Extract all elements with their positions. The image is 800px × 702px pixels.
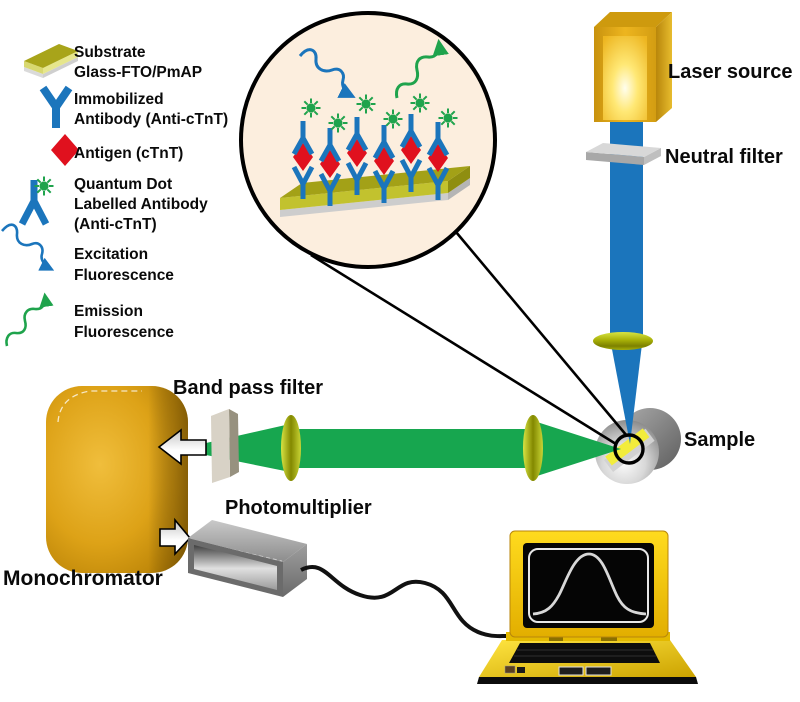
legend-antibody-line2: Antibody (Anti-cTnT)	[74, 111, 228, 128]
quantum-dot-star	[437, 107, 459, 129]
legend-antigen-line1: Antigen (cTnT)	[74, 145, 183, 162]
screen-plot-frame	[528, 548, 649, 623]
antibody-icon	[39, 85, 73, 128]
inset-circle	[239, 11, 497, 269]
laptop	[477, 530, 698, 684]
legend-emission-line1: Emission	[74, 303, 143, 320]
legend-excitation-line1: Excitation	[74, 246, 148, 263]
band-pass-filter-label: Band pass filter	[173, 377, 323, 399]
inset-excitation-arrow	[298, 48, 356, 98]
callout-line-left	[310, 253, 617, 446]
band-pass-filter-plate	[211, 409, 239, 483]
gaussian-curve	[532, 552, 647, 616]
laser-source-box	[594, 12, 672, 122]
inset-emission-arrow	[395, 38, 449, 99]
monochromator-label: Monochromator	[3, 567, 163, 590]
quantum-dot-antibody-icon	[18, 175, 55, 226]
inset-substrate	[280, 166, 470, 217]
touchpad-button-right	[585, 666, 612, 676]
antigen-icon	[51, 134, 79, 166]
quantum-dot-star	[327, 112, 349, 134]
photomultiplier-box	[188, 520, 307, 597]
sample-assembly	[537, 344, 681, 484]
legend-substrate-line2: Glass-FTO/PmAP	[74, 64, 202, 81]
quantum-dot-star	[382, 108, 404, 130]
legend-qd-line2: Labelled Antibody	[74, 196, 208, 213]
laser-source-label: Laser source	[668, 61, 793, 83]
legend-qd-line1: Quantum Dot	[74, 176, 172, 193]
legend-substrate-line1: Substrate	[74, 44, 146, 61]
magnified-inset	[239, 11, 497, 269]
monochromator-output-arrow	[159, 517, 192, 557]
neutral-filter-label: Neutral filter	[665, 146, 783, 168]
quantum-dot-star	[300, 97, 322, 119]
substrate-icon	[24, 44, 78, 78]
neutral-filter-plate	[586, 143, 661, 165]
emission-arrow-icon	[5, 292, 54, 347]
quantum-dot-star	[33, 175, 55, 197]
legend-antibody-line1: Immobilized	[74, 91, 164, 108]
laptop-port	[504, 665, 516, 674]
photomultiplier-label: Photomultiplier	[225, 497, 372, 519]
laptop-port	[517, 667, 525, 673]
quantum-dot-star	[409, 92, 431, 114]
legend-emission-line2: Fluorescence	[74, 324, 174, 341]
emission-beam-focus	[537, 422, 621, 476]
emission-path	[206, 409, 543, 483]
callout-line-right	[455, 231, 628, 437]
focusing-lens	[593, 332, 653, 350]
collimating-lens-right	[523, 415, 543, 481]
laser-beam-focus	[611, 344, 642, 444]
laser-assembly: Laser source Neutral filter	[586, 12, 793, 342]
signal-cable	[300, 565, 507, 639]
legend-excitation-line2: Fluorescence	[74, 267, 174, 284]
sample-label: Sample	[684, 429, 755, 451]
emission-beam-band	[290, 429, 537, 468]
laptop-base-edge	[477, 677, 698, 684]
magnifier-ring	[613, 433, 645, 465]
monochromator-input-arrow	[157, 428, 207, 466]
collimating-lens-left	[281, 415, 301, 481]
laptop-screen	[523, 543, 654, 628]
monochromator-box	[46, 386, 188, 573]
legend-qd-line3: (Anti-cTnT)	[74, 216, 157, 233]
laptop-keyboard	[509, 643, 660, 663]
emission-beam-converge	[206, 424, 290, 472]
quantum-dot-star	[355, 93, 377, 115]
excitation-arrow-icon	[0, 223, 55, 271]
legend: Substrate Glass-FTO/PmAP Immobilized Ant…	[0, 44, 228, 347]
touchpad-button-left	[558, 666, 584, 676]
